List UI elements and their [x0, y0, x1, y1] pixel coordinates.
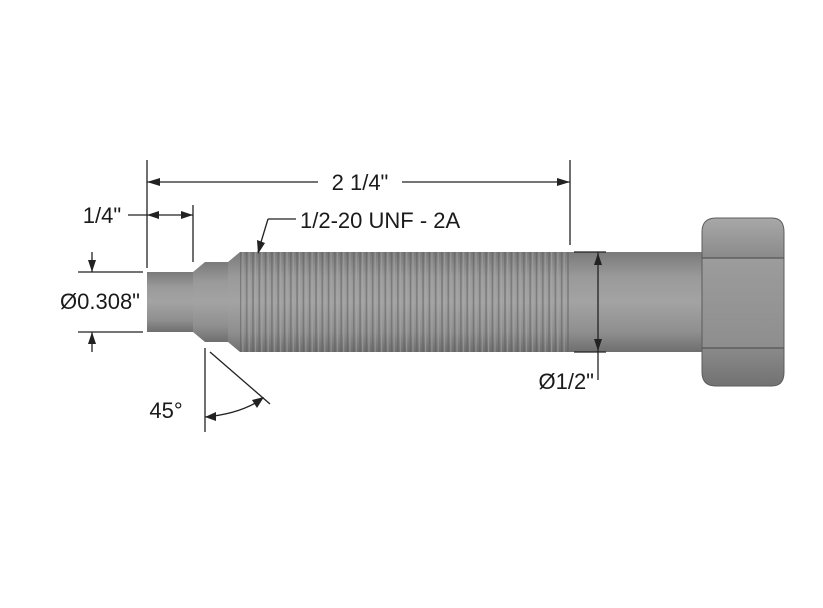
pilot-diameter-label: Ø0.308"	[60, 289, 140, 314]
chamfer-angle-dimension: 45°	[149, 348, 271, 432]
pilot-section	[147, 272, 193, 332]
chamfer-angle-label: 45°	[149, 398, 182, 423]
pilot-diameter-dimension: Ø0.308"	[60, 252, 143, 352]
pilot-length-dimension: 1/4"	[83, 203, 194, 262]
shank-diameter-dimension: Ø1/2"	[538, 251, 606, 394]
overall-length-dimension: 2 1/4"	[146, 160, 571, 268]
pilot-chamfer	[193, 262, 205, 342]
shank-diameter-label: Ø1/2"	[538, 369, 594, 394]
shank-section	[570, 252, 702, 352]
hex-head	[701, 217, 785, 387]
overall-length-label: 2 1/4"	[332, 170, 389, 195]
pilot-length-label: 1/4"	[83, 203, 121, 228]
thread-callout: 1/2-20 UNF - 2A	[257, 208, 460, 254]
thread-chamfer	[228, 252, 240, 352]
thread-callout-label: 1/2-20 UNF - 2A	[300, 208, 460, 233]
bolt-body	[147, 217, 785, 387]
